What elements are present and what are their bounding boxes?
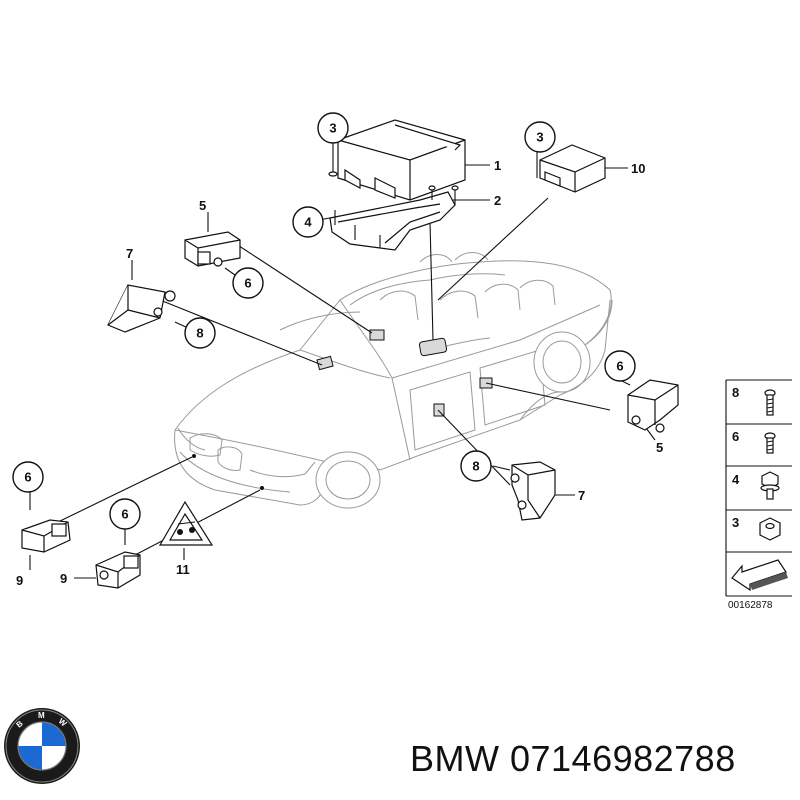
- part-7-sensor-right: [510, 461, 556, 521]
- screw-6-icon: [764, 432, 776, 454]
- diagram-code: 00162878: [728, 600, 773, 611]
- callout-3-right: 3: [524, 121, 556, 153]
- callout-8-label: 8: [472, 459, 479, 474]
- callout-6-far-left: 6: [12, 461, 44, 493]
- direction-arrow-icon: [731, 559, 788, 592]
- callout-3-label: 3: [536, 130, 543, 145]
- callout-6-label: 6: [121, 507, 128, 522]
- label-9-middle: 9: [60, 571, 67, 586]
- callout-4-label: 4: [304, 215, 312, 230]
- screw-8-icon: [764, 389, 776, 416]
- callout-6-label: 6: [24, 470, 31, 485]
- callout-8-label: 8: [196, 326, 203, 341]
- callout-6-lower: 6: [109, 498, 141, 530]
- callout-6-right: 6: [604, 350, 636, 382]
- bmw-logo: B M W: [4, 708, 80, 784]
- callout-6-label: 6: [244, 276, 251, 291]
- label-10: 10: [631, 161, 645, 176]
- part-1-control-unit: [328, 119, 466, 201]
- label-7-right: 7: [578, 488, 585, 503]
- label-11: 11: [176, 562, 190, 577]
- part-5-sensor-right: [627, 379, 679, 433]
- svg-text:M: M: [38, 711, 45, 720]
- part-11-warning-label: [158, 500, 214, 546]
- part-9-sensor-left: [21, 519, 71, 553]
- label-5-left: 5: [199, 198, 206, 213]
- part-number-caption: BMW 07146982788: [410, 738, 736, 779]
- callout-8-right: 8: [460, 450, 492, 482]
- callout-3-top: 3: [317, 112, 349, 144]
- label-7-left: 7: [126, 246, 133, 261]
- callout-6-label: 6: [616, 359, 623, 374]
- part-10-module: [536, 144, 606, 193]
- bolt-4-icon: [760, 471, 780, 500]
- svg-text:W: W: [57, 717, 69, 729]
- callout-6-upper: 6: [232, 267, 264, 299]
- fastener-legend: 8 6 4 3 00162878: [725, 379, 792, 611]
- part-7-sensor-left: [107, 284, 176, 333]
- car-outline: [174, 252, 613, 509]
- callout-8-left: 8: [184, 317, 216, 349]
- callout-4: 4: [292, 206, 324, 238]
- legend-item-4: 4: [732, 472, 740, 487]
- part-5-sensor-left: [184, 231, 241, 267]
- label-2: 2: [494, 193, 501, 208]
- label-5-right: 5: [656, 440, 663, 455]
- part-2-bracket: [329, 185, 459, 251]
- legend-item-3: 3: [732, 515, 739, 530]
- svg-text:B: B: [15, 719, 25, 730]
- label-9-left: 9: [16, 573, 23, 588]
- part-9-sensor-middle: [95, 551, 141, 589]
- legend-item-8: 8: [732, 385, 739, 400]
- legend-item-6: 6: [732, 429, 739, 444]
- nut-3-icon: [759, 517, 781, 541]
- label-1: 1: [494, 158, 501, 173]
- callout-3-label: 3: [329, 121, 336, 136]
